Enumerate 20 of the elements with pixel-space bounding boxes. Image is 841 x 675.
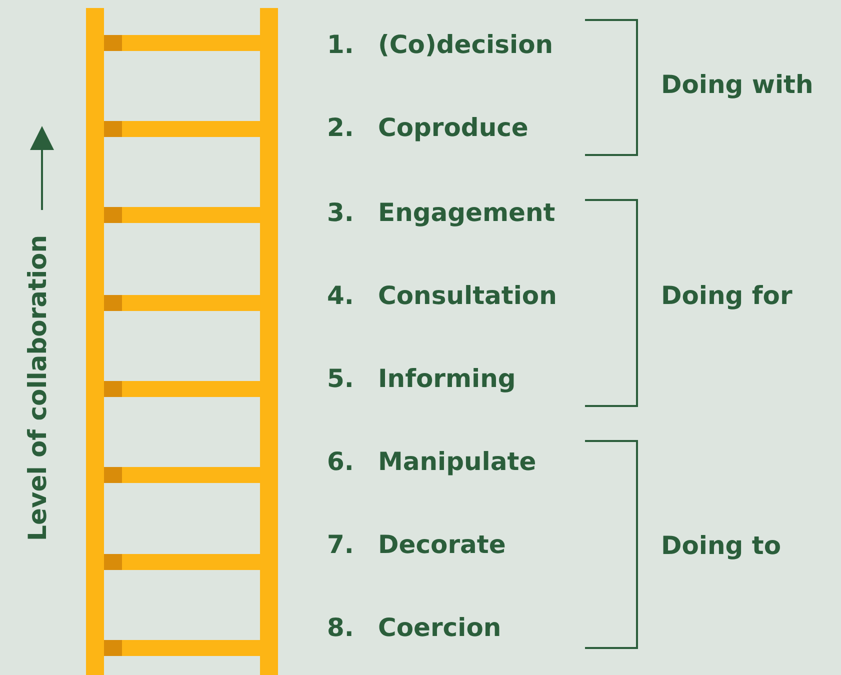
list-number: 3. [327, 198, 354, 228]
list-number: 6. [327, 447, 354, 477]
group-label: Doing to [661, 531, 782, 561]
list-number: 5. [327, 364, 354, 394]
list-item: Coercion [378, 613, 502, 643]
list-item: Consultation [378, 281, 557, 311]
list-item: (Co)decision [378, 30, 554, 60]
axis-label: Level of collaboration [23, 235, 53, 541]
list-number: 4. [327, 281, 354, 311]
list-number: 1. [327, 30, 354, 60]
list-item: Manipulate [378, 447, 536, 477]
list-number: 8. [327, 613, 354, 643]
list-number: 2. [327, 113, 354, 143]
list-item: Informing [378, 364, 516, 394]
list-number: 7. [327, 530, 354, 560]
group-label: Doing for [661, 281, 792, 311]
group-label: Doing with [661, 70, 814, 100]
list-item: Coproduce [378, 113, 528, 143]
list-item: Engagement [378, 198, 556, 228]
list-item: Decorate [378, 530, 506, 560]
